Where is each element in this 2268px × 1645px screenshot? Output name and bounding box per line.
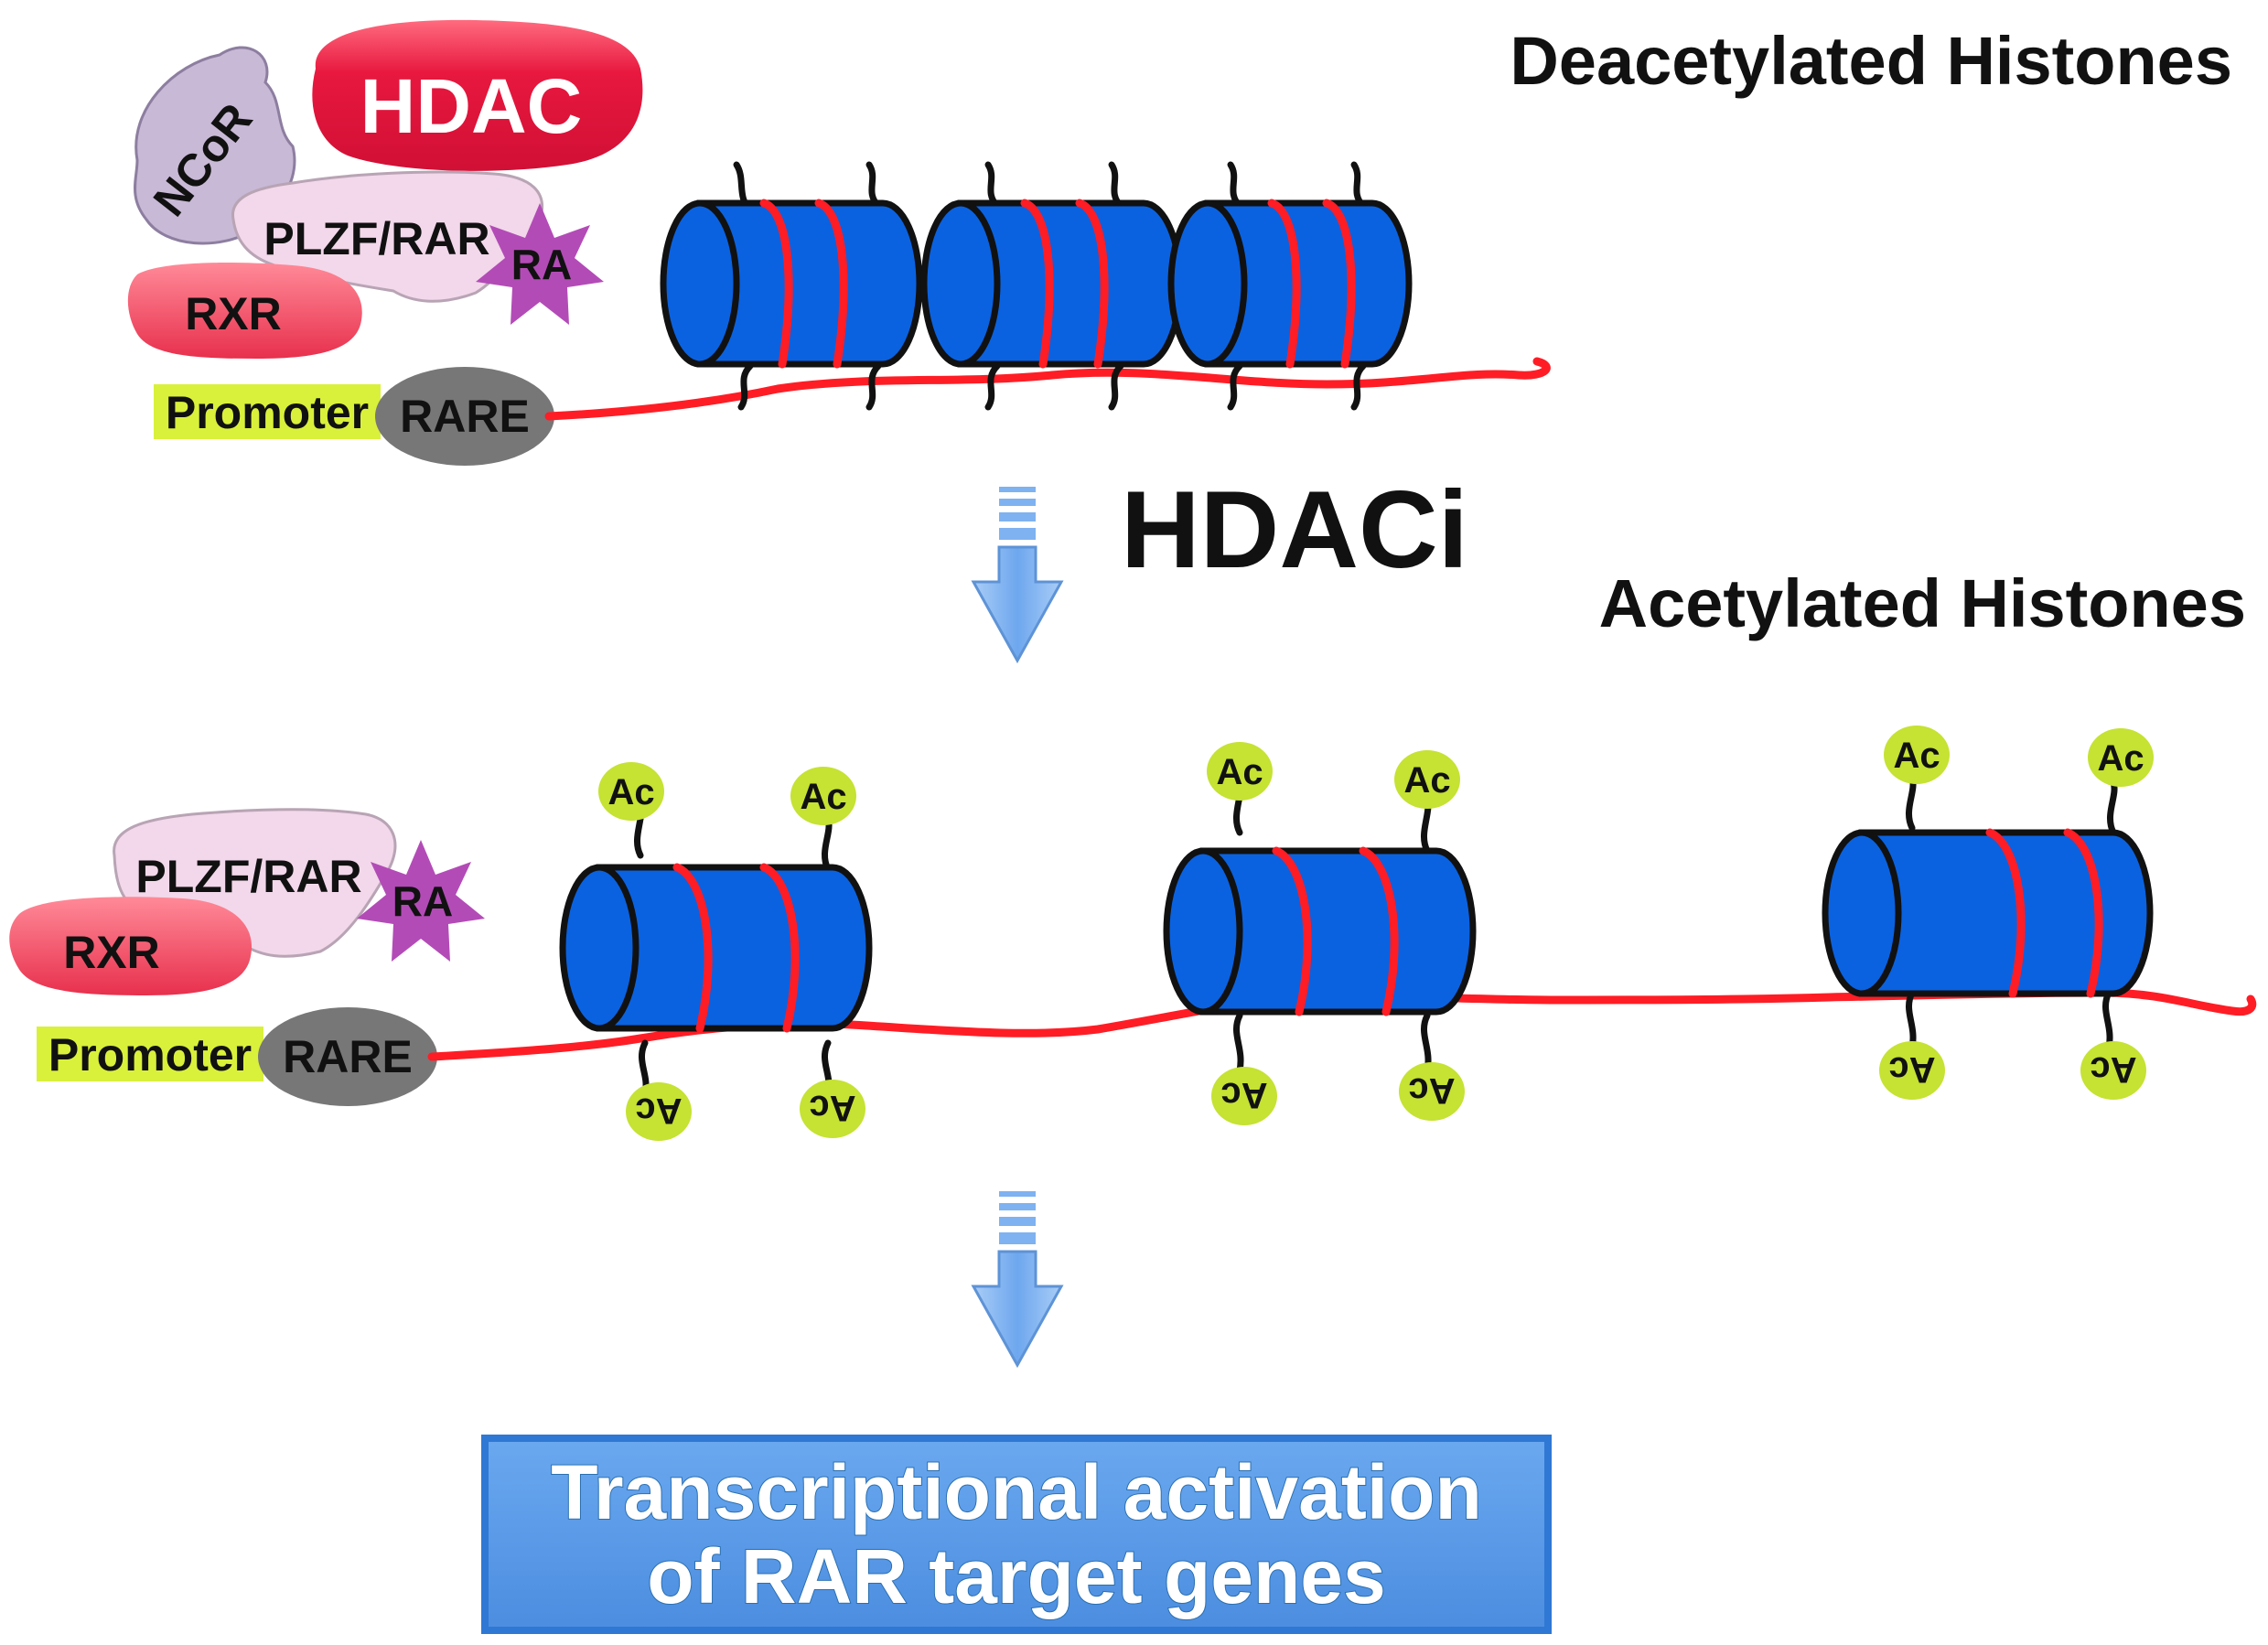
ac-label: Ac (1220, 1075, 1267, 1115)
acetyl-mark: Ac (1211, 1067, 1277, 1125)
hdac-shape (312, 19, 643, 171)
histone-tail (984, 362, 1001, 411)
acetyl-mark: Ac (2088, 728, 2154, 787)
rxr-label: RXR (185, 288, 282, 339)
plzf-rar-label: PLZF/RAR (135, 851, 361, 902)
ra-label: RA (392, 877, 453, 925)
open-chromatin: Ac Ac Ac Ac Ac Ac Ac Ac (427, 726, 2257, 1141)
hdac-label: HDAC (360, 63, 583, 149)
nucleosome-open (559, 797, 873, 1097)
ac-label: Ac (1408, 1070, 1455, 1111)
histone-tail (865, 161, 882, 210)
plzf-rar-label: PLZF/RAR (263, 213, 489, 264)
nucleosome-open (1163, 774, 1477, 1074)
rxr-label: RXR (63, 927, 160, 978)
ac-label: Ac (1888, 1049, 1935, 1090)
rare-label: RARE (283, 1031, 413, 1082)
acetyl-mark: Ac (790, 767, 856, 825)
ac-label: Ac (1216, 752, 1263, 792)
ac-label: Ac (607, 772, 654, 812)
acetyl-mark: Ac (626, 1082, 692, 1141)
ac-label: Ac (809, 1088, 855, 1128)
histone-tail (984, 161, 1001, 210)
result-line-2: of RAR target genes (647, 1533, 1385, 1619)
ac-label: Ac (1403, 760, 1450, 801)
acetyl-mark: Ac (1207, 742, 1273, 801)
acetylated-histones-label: Acetylated Histones (1599, 565, 2246, 641)
rxr-shape (127, 263, 362, 359)
acetyl-mark: Ac (800, 1080, 865, 1138)
histone-tail (1227, 161, 1243, 210)
promoter-label: Promoter (48, 1029, 252, 1081)
ac-label: Ac (1893, 736, 1940, 776)
acetyl-mark: Ac (598, 762, 664, 821)
histone-tail (737, 362, 754, 411)
histone-tail (865, 362, 882, 411)
nucleosome-compact (920, 199, 1184, 369)
result-line-1: Transcriptional activation (551, 1449, 1482, 1535)
activator-complex: PLZF/RAR RXR RA Promoter RARE (9, 808, 485, 1106)
acetyl-mark: Ac (1399, 1062, 1465, 1121)
histone-tail (1350, 362, 1367, 411)
ac-label: Ac (635, 1091, 682, 1131)
result-box: Transcriptional activation of RAR target… (481, 1435, 1552, 1634)
ra-star-shape (476, 203, 604, 325)
down-arrow-2 (971, 1191, 1064, 1369)
promoter-box (37, 1027, 263, 1081)
compact-chromatin (544, 161, 1551, 421)
acetyl-mark: Ac (2080, 1041, 2146, 1100)
ac-label: Ac (800, 777, 846, 817)
histone-tail (1108, 362, 1124, 411)
ac-label: Ac (2097, 738, 2144, 779)
promoter-label: Promoter (166, 387, 369, 438)
acetyl-mark: Ac (1884, 726, 1950, 784)
ra-star-shape (357, 840, 485, 962)
dna-strand-top (544, 357, 1551, 421)
histone-tail (1108, 161, 1124, 210)
deacetylated-histones-label: Deacetylated Histones (1510, 23, 2232, 99)
acetyl-mark: Ac (1394, 750, 1460, 809)
promoter-box (154, 384, 381, 439)
rare-label: RARE (400, 391, 530, 442)
rare-oval (375, 367, 554, 466)
repressor-complex: NCoR HDAC PLZF/RAR RXR RA Promoter RARE (127, 19, 643, 466)
ra-label: RA (511, 241, 572, 288)
rare-oval (258, 1007, 437, 1106)
nucleosome-compact (1167, 199, 1413, 369)
acetyl-mark: Ac (1879, 1041, 1945, 1100)
nucleosome-open (1822, 774, 2154, 1051)
down-arrow-1 (971, 487, 1064, 664)
rxr-shape (9, 897, 253, 995)
histone-tail (1350, 161, 1367, 210)
histone-tail (1227, 362, 1243, 411)
ac-label: Ac (2090, 1049, 2136, 1090)
nucleosome-compact (660, 199, 923, 369)
hdaci-label: HDACi (1121, 468, 1468, 591)
